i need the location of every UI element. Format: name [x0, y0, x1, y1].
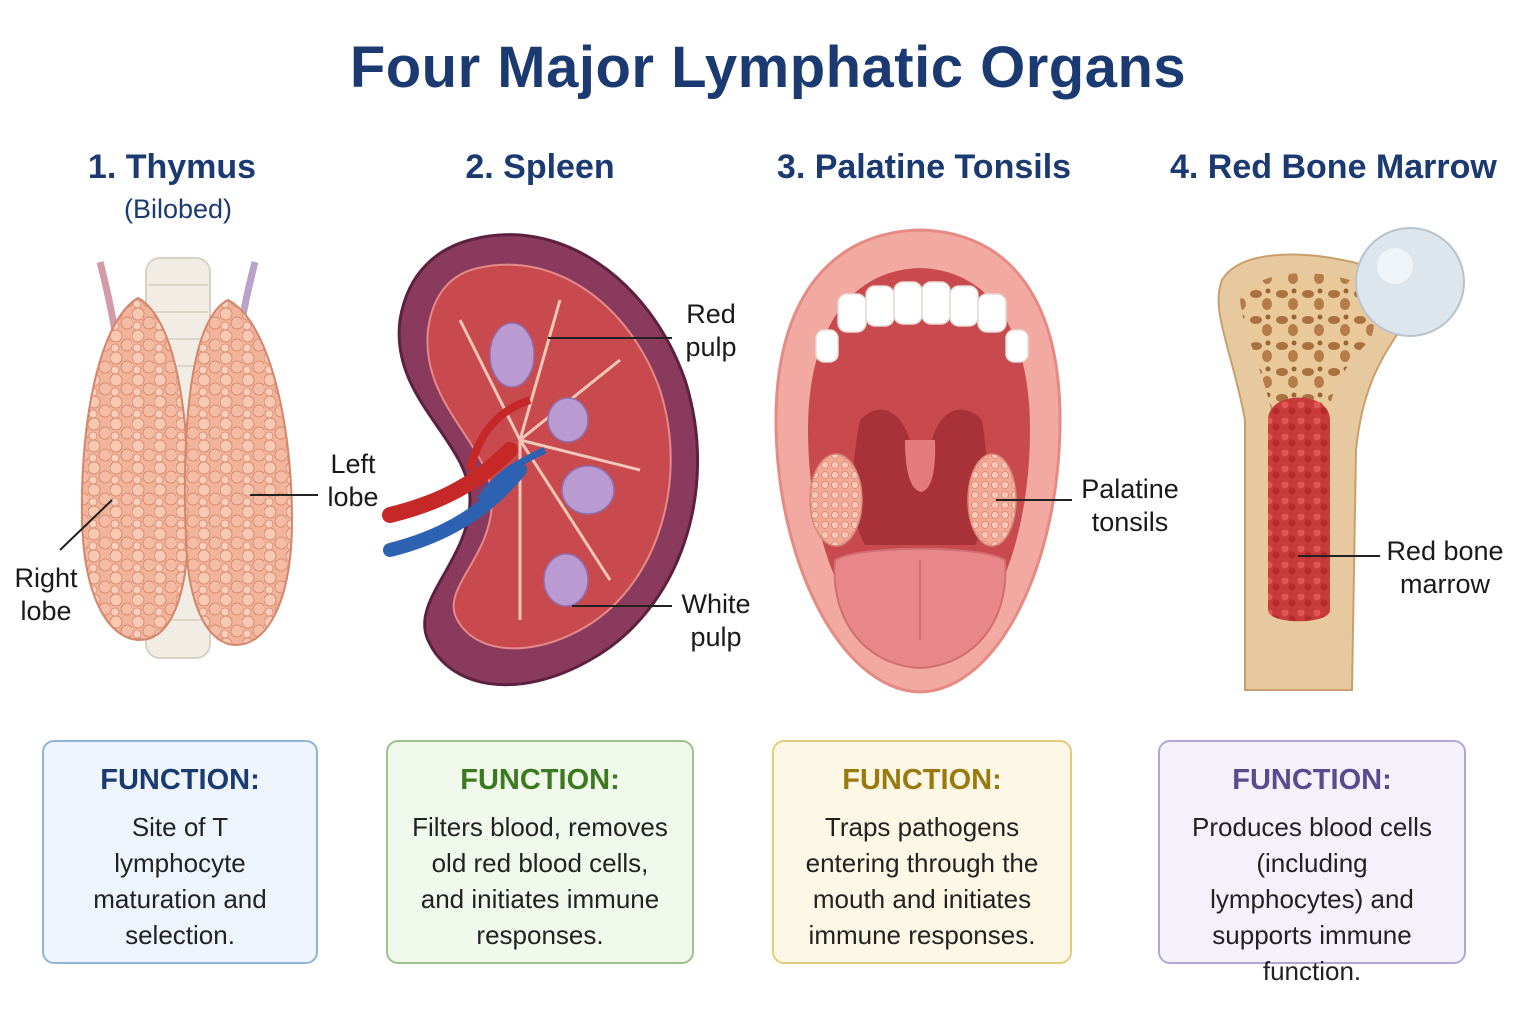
bone-marrow-function-box: FUNCTION: Produces blood cells (includin…	[1158, 740, 1466, 986]
thymus-subheading: (Bilobed)	[123, 194, 233, 224]
thymus-heading: 1. Thymus	[87, 148, 257, 186]
page-title: Four Major Lymphatic Organs	[349, 35, 1187, 100]
open-mouth-illustration	[774, 228, 1072, 694]
spleen-function-box: FUNCTION: Filters blood, removes old red…	[386, 740, 694, 964]
femur-illustration	[1217, 227, 1465, 691]
function-heading: FUNCTION:	[100, 764, 260, 796]
thymus-function-box: FUNCTION: Site of T lymphocyte maturatio…	[42, 740, 318, 964]
spleen-illustration	[382, 233, 700, 687]
function-heading: FUNCTION:	[1232, 764, 1392, 796]
tonsils-heading: 3. Palatine Tonsils	[776, 148, 1072, 186]
thymus-right-lobe-label: Right lobe	[14, 563, 78, 626]
spleen-heading: 2. Spleen	[465, 148, 615, 186]
function-text: Produces blood cells (including lymphocy…	[1192, 812, 1432, 986]
red-bone-marrow-label: Red bone marrow	[1386, 536, 1504, 599]
function-heading: FUNCTION:	[842, 764, 1002, 796]
function-text: Site of T lymphocyte maturation and sele…	[93, 812, 267, 950]
thymus-left-lobe-label: Left lobe	[327, 449, 379, 512]
function-text: Filters blood, removes old red blood cel…	[412, 812, 668, 950]
function-heading: FUNCTION:	[460, 764, 620, 796]
bone-marrow-heading: 4. Red Bone Marrow	[1170, 148, 1497, 186]
thymus-illustration	[59, 257, 318, 659]
palatine-tonsils-label: Palatine tonsils	[1081, 474, 1179, 537]
tonsils-function-box: FUNCTION: Traps pathogens entering throu…	[772, 740, 1072, 964]
spleen-white-pulp-label: White pulp	[681, 589, 751, 652]
function-text: Traps pathogens entering through the mou…	[805, 812, 1039, 950]
spleen-red-pulp-label: Red pulp	[685, 299, 737, 362]
